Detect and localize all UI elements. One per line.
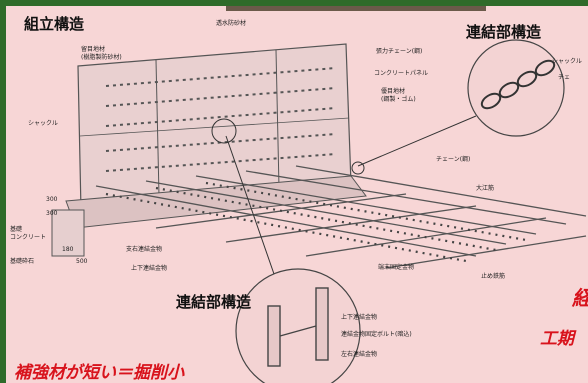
label-detail-bolt: 連結金物固定ボルト(暗込) xyxy=(341,331,412,338)
detail-leader-top xyxy=(357,115,477,167)
top-photo-strip xyxy=(226,6,486,11)
label-joint-material: 優目地材 xyxy=(381,88,406,95)
diagram-page: 組立構造 連結部構造 連結部構造 透水防砂材 留目地材 (樹脂製防砂材) シャッ… xyxy=(6,6,588,383)
dim-2: 300 xyxy=(46,210,58,217)
label-mini-shackle: シャックル xyxy=(552,58,582,65)
label-concrete-panel: コンクリートパネル xyxy=(374,70,429,77)
wall-joint-h xyxy=(79,117,350,137)
label-concrete: コンクリート xyxy=(10,234,47,241)
label-mini-chain: チェ xyxy=(558,74,571,81)
label-left-top-sub: (樹脂製防砂材) xyxy=(81,54,122,61)
callout-right-1: 経 xyxy=(572,282,588,311)
label-end-fix: 端末固定金物 xyxy=(378,264,415,271)
dim-3: 180 xyxy=(62,246,74,253)
label-rebar: 止め鉄筋 xyxy=(481,273,506,280)
label-detail-lr: 左右連結金物 xyxy=(341,351,378,358)
title-connection-top: 連結部構造 xyxy=(466,23,542,41)
label-bolt-upper: 上下連結金物 xyxy=(131,265,168,272)
connection-detail-bottom xyxy=(235,268,361,383)
label-foundation-stone: 基礎砕石 xyxy=(10,258,35,265)
foundation-concrete xyxy=(51,209,85,257)
label-shackle: シャックル xyxy=(28,120,58,127)
title-assembly: 組立構造 xyxy=(24,15,85,33)
label-wall-top: 透水防砂材 xyxy=(216,20,247,27)
title-connection-bottom: 連結部構造 xyxy=(176,293,252,311)
callout-right-2: 工期 xyxy=(540,329,574,349)
dim-4: 500 xyxy=(76,258,88,265)
detail-hardware xyxy=(267,287,329,367)
connection-detail-top xyxy=(467,39,565,137)
detail-marker-top xyxy=(351,161,365,175)
reinforcement-grid xyxy=(95,165,587,269)
detail-marker-bottom xyxy=(211,118,237,144)
label-bolt-l: 支右連結金物 xyxy=(126,246,163,253)
label-tension-chain: 張力チェーン(鋼) xyxy=(376,48,423,55)
label-beam: 大江筋 xyxy=(476,185,495,192)
callout-short-reinforcement: 補強材が短い＝掘削小 xyxy=(14,363,184,383)
label-foundation: 基礎 xyxy=(10,226,23,233)
label-joint-material-sub: (鋼製・ゴム) xyxy=(381,96,416,103)
label-left-top: 留目地材 xyxy=(81,46,106,53)
detail-leader-bottom xyxy=(225,135,275,275)
label-chain: チェーン(鋼) xyxy=(436,156,471,163)
dim-1: 300 xyxy=(46,196,58,203)
label-detail-upper: 上下連結金物 xyxy=(341,314,378,321)
grid-texture xyxy=(105,181,527,263)
chain-links xyxy=(480,59,556,110)
structure-drawing xyxy=(51,39,587,383)
